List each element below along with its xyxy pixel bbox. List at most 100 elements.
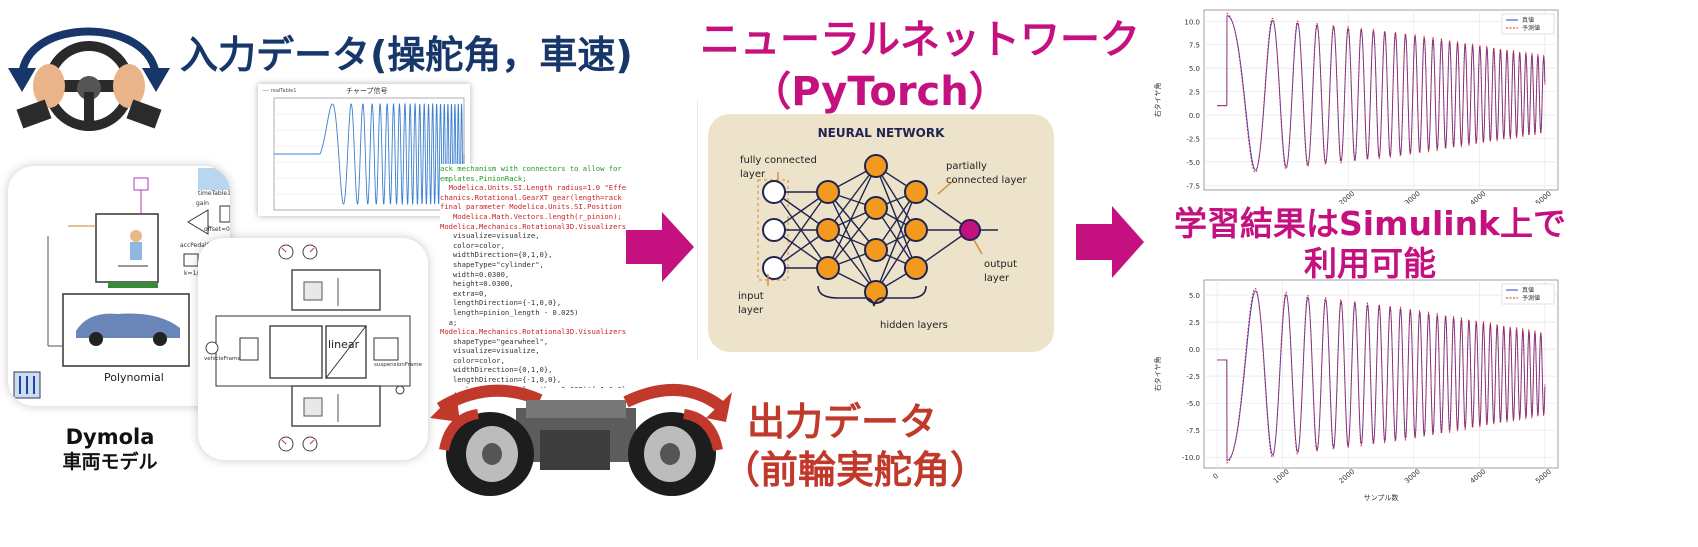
y-tick-label: -2.5	[1186, 373, 1200, 381]
x-tick-label: 2000	[1338, 190, 1357, 204]
code-line: chanics.Rotational.GearXT gear(length=ra…	[440, 192, 622, 202]
nn-connection	[875, 165, 917, 269]
y-tick-label: 5.0	[1189, 65, 1200, 73]
nn-input-node	[762, 180, 786, 204]
input-data-title: 入力データ(操舵角，車速)	[180, 33, 633, 77]
nn-title-line1: ニューラルネットワーク	[700, 17, 1140, 63]
offset-label: offset=0	[204, 226, 230, 233]
nn-connection	[875, 191, 917, 293]
hidden-layers-brace	[817, 285, 927, 307]
code-line: Modelica.Math.Vectors.length(r_pinion);	[440, 211, 622, 221]
series-predicted	[1217, 288, 1546, 464]
code-line: lengthDirection={-1,0,0},	[440, 375, 562, 385]
connected-layer-text: connected layer	[946, 175, 1027, 186]
output-title-line1: 出力データ	[746, 400, 937, 444]
output-pointer	[973, 239, 983, 255]
code-line: visualize=visualize,	[440, 231, 540, 241]
partially-pointer	[937, 179, 955, 195]
suspension-frame-label: suspensionFrame	[374, 362, 422, 368]
nn-connection	[827, 165, 877, 231]
modelica-code: ack mechanism with connectors to allow f…	[440, 164, 626, 388]
modelica-code-panel: ack mechanism with connectors to allow f…	[440, 164, 626, 388]
steering-wheel-icon	[4, 6, 174, 141]
fully-connected-text: fully connected	[740, 155, 817, 166]
code-line: visualize=visualize,	[440, 346, 540, 356]
hidden-layers-label: hidden layers	[880, 320, 948, 331]
nn-title: ニューラルネットワーク （PyTorch）	[700, 14, 1140, 118]
result-text: 学習結果はSimulink上で 利用可能	[1172, 204, 1568, 284]
y-tick-label: 2.5	[1189, 89, 1200, 97]
suspension-model-card: linear vehicleFrame suspensionFrame	[198, 238, 428, 460]
code-line: width=0.0300,	[440, 269, 510, 279]
nn-hidden-node	[864, 196, 888, 220]
neural-network-figure: NEURAL NETWORK fully connected layer par…	[708, 114, 1054, 352]
dymola-label-line1: Dymola	[65, 425, 155, 449]
dymola-label-line2: 車両モデル	[62, 451, 158, 473]
nn-connection	[827, 229, 877, 293]
legend-actual-label: 真値	[1522, 16, 1534, 24]
y-tick-label: -7.5	[1186, 427, 1200, 435]
code-line: length=pinion_length - 0.025)	[440, 307, 579, 317]
code-line: color=color,	[440, 240, 505, 250]
nn-connection	[875, 165, 917, 231]
y-tick-label: 0.0	[1189, 346, 1200, 354]
gain-label: gain	[196, 200, 209, 207]
x-tick-label: 4000	[1469, 468, 1488, 486]
nn-connection	[773, 191, 829, 269]
x-tick-label: 1000	[1272, 468, 1291, 486]
nn-connection	[827, 191, 877, 251]
output-title-line2: （前輪実舵角）	[722, 448, 989, 492]
nn-connection	[827, 191, 877, 293]
nn-connection	[875, 229, 917, 293]
code-line: Modelica.Units.SI.Length radius=1.0 "Eff…	[440, 183, 626, 193]
time-table-label: timeTable1	[198, 190, 230, 197]
partially-connected-label: partially connected layer	[946, 160, 1027, 188]
output-layer-text: layer	[984, 273, 1010, 284]
nn-hidden-node	[864, 238, 888, 262]
nn-hidden-node	[904, 256, 928, 280]
linear-label: linear	[328, 338, 360, 351]
y-axis-label: 右タイヤ角	[1153, 83, 1162, 118]
nn-hidden-node	[864, 154, 888, 178]
flow-arrow-right-2	[1076, 206, 1146, 282]
y-tick-label: 0.0	[1189, 112, 1200, 120]
nn-hidden-node	[816, 256, 840, 280]
polynomial-label: Polynomial	[104, 371, 164, 384]
result-line1: 学習結果はSimulink上で	[1173, 204, 1567, 243]
nn-connection	[827, 165, 877, 269]
y-tick-label: -10.0	[1182, 454, 1200, 462]
section-divider	[697, 100, 698, 360]
dymola-label: Dymola 車両モデル	[40, 425, 180, 475]
partially-text: partially	[946, 161, 987, 172]
x-tick-label: 0	[1212, 472, 1221, 481]
series-predicted	[1217, 12, 1546, 173]
input-layer-text: layer	[738, 305, 764, 316]
chirp-title: チャープ信号	[346, 87, 388, 95]
chassis-image	[430, 370, 736, 500]
nn-connection	[827, 207, 877, 269]
result-line2: 利用可能	[1304, 244, 1436, 283]
nn-title-line2: （PyTorch）	[751, 69, 1009, 115]
x-axis-label: サンプル数	[1364, 493, 1399, 502]
y-tick-label: -7.5	[1186, 182, 1200, 190]
legend-pred-label: 予測値	[1522, 294, 1540, 302]
fully-connected-label: fully connected layer	[740, 154, 817, 182]
output-text: output	[984, 259, 1017, 270]
x-tick-label: 5000	[1534, 190, 1553, 204]
y-tick-label: -5.0	[1186, 400, 1200, 408]
nn-hidden-node	[864, 280, 888, 304]
nn-figure-title: NEURAL NETWORK	[817, 126, 945, 140]
y-tick-label: 10.0	[1184, 18, 1200, 26]
code-line: lengthDirection={-1,0,0},	[440, 298, 562, 308]
code-line: height=0.0300,	[440, 279, 514, 289]
fully-connected-layer-text: layer	[740, 169, 766, 180]
legend-box	[1501, 13, 1555, 35]
output-data-title: 出力データ （前輪実舵角）	[722, 398, 989, 494]
x-tick-label: 4000	[1469, 190, 1488, 204]
nn-output-node	[959, 219, 981, 241]
code-line: ack mechanism with connectors to allow f…	[440, 164, 622, 173]
y-tick-label: 5.0	[1189, 292, 1200, 300]
